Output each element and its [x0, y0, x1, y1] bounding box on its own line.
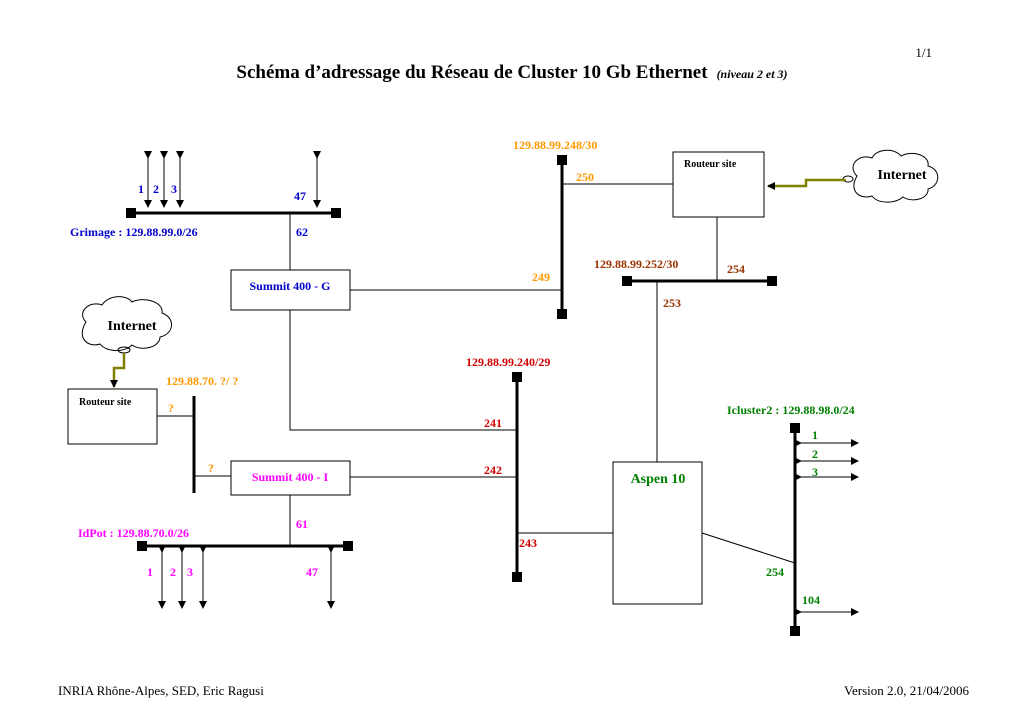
summit-400-g-label: Summit 400 - G	[250, 279, 331, 293]
icluster2-port-2: 2	[812, 447, 818, 461]
bus-terminator	[331, 208, 341, 218]
aspen-10-switch	[612, 461, 703, 605]
summit-400-i-switch	[230, 460, 351, 496]
idpot-port-2: 2	[170, 565, 176, 579]
bus-terminator	[512, 372, 522, 382]
bus-terminator	[137, 541, 147, 551]
bus-terminator	[767, 276, 777, 286]
bus-terminator	[557, 309, 567, 319]
grimage-port-47: 47	[294, 189, 306, 203]
net-248-port-250: 250	[576, 170, 594, 184]
idpot-label: IdPot : 129.88.70.0/26	[78, 526, 189, 540]
footer-left: INRIA Rhône-Alpes, SED, Eric Ragusi	[58, 683, 264, 698]
page-title-main: Schéma d’adressage du Réseau de Cluster …	[236, 62, 708, 83]
routeur-site-left	[67, 388, 158, 445]
net-252-port-254: 254	[727, 262, 745, 276]
net-240-port-241: 241	[484, 416, 502, 430]
routeur-site-top-label: Routeur site	[684, 159, 737, 170]
summit-400-i-label: Summit 400 - I	[252, 470, 329, 484]
routeur-site-top	[672, 151, 765, 218]
net-240-label: 129.88.99.240/29	[466, 355, 550, 369]
idpot-network: 61 IdPot : 129.88.70.0/26 1 2 3 47	[78, 495, 353, 609]
net-70-port-q2: ?	[208, 461, 214, 475]
page-title-sub: (niveau 2 et 3)	[717, 67, 788, 81]
grimage-label: Grimage : 129.88.99.0/26	[70, 225, 198, 239]
page-number: 1/1	[915, 45, 932, 60]
net-248-label: 129.88.99.248/30	[513, 138, 597, 152]
icluster2-port-3: 3	[812, 465, 818, 479]
bus-terminator	[557, 155, 567, 165]
idpot-port-1: 1	[147, 565, 153, 579]
net-240-port-243: 243	[519, 536, 537, 550]
net-240-port-242: 242	[484, 463, 502, 477]
grimage-network: 1 2 3 47 Grimage : 129.88.99.0/26 62	[70, 151, 341, 270]
net-70-port-q1: ?	[168, 401, 174, 415]
routeur-site-left-label: Routeur site	[79, 397, 132, 408]
icluster2-network: Icluster2 : 129.88.98.0/24 1 2 3 254 104	[727, 403, 859, 636]
icluster2-uplink-port: 254	[766, 565, 784, 579]
internet-top-label: Internet	[878, 168, 927, 183]
bus-terminator	[790, 626, 800, 636]
bus-terminator	[790, 423, 800, 433]
net-70-label: 129.88.70. ?/ ?	[166, 374, 238, 388]
net-248-segment: 129.88.99.248/30 250 249	[350, 138, 673, 319]
bus-terminator	[622, 276, 632, 286]
net-240-segment: 129.88.99.240/29 241 242 243	[289, 310, 613, 582]
net-248-port-249: 249	[532, 270, 550, 284]
idpot-uplink-port: 61	[296, 517, 308, 531]
net-252-port-253: 253	[663, 296, 681, 310]
bus-terminator	[126, 208, 136, 218]
icluster2-port-1: 1	[812, 428, 818, 442]
bus-terminator	[343, 541, 353, 551]
grimage-uplink-port: 62	[296, 225, 308, 239]
icluster2-label: Icluster2 : 129.88.98.0/24	[727, 403, 855, 417]
idpot-port-47: 47	[306, 565, 318, 579]
bus-terminator	[512, 572, 522, 582]
aspen-10-label: Aspen 10	[631, 472, 686, 487]
internet-left-label: Internet	[108, 319, 157, 334]
footer-right: Version 2.0, 21/04/2006	[844, 683, 969, 698]
grimage-port-2: 2	[153, 182, 159, 196]
net-70-segment: 129.88.70. ?/ ? ? ?	[157, 374, 238, 493]
net-252-segment: 129.88.99.252/30 254 253	[594, 217, 777, 462]
idpot-port-3: 3	[187, 565, 193, 579]
grimage-port-1: 1	[138, 182, 144, 196]
internet-cloud-top: Internet	[767, 149, 939, 203]
internet-cloud-left: Internet	[81, 296, 172, 388]
page-title: Schéma d’adressage du Réseau de Cluster …	[236, 62, 787, 83]
net-252-label: 129.88.99.252/30	[594, 257, 678, 271]
grimage-port-3: 3	[171, 182, 177, 196]
icluster2-port-104: 104	[802, 593, 820, 607]
